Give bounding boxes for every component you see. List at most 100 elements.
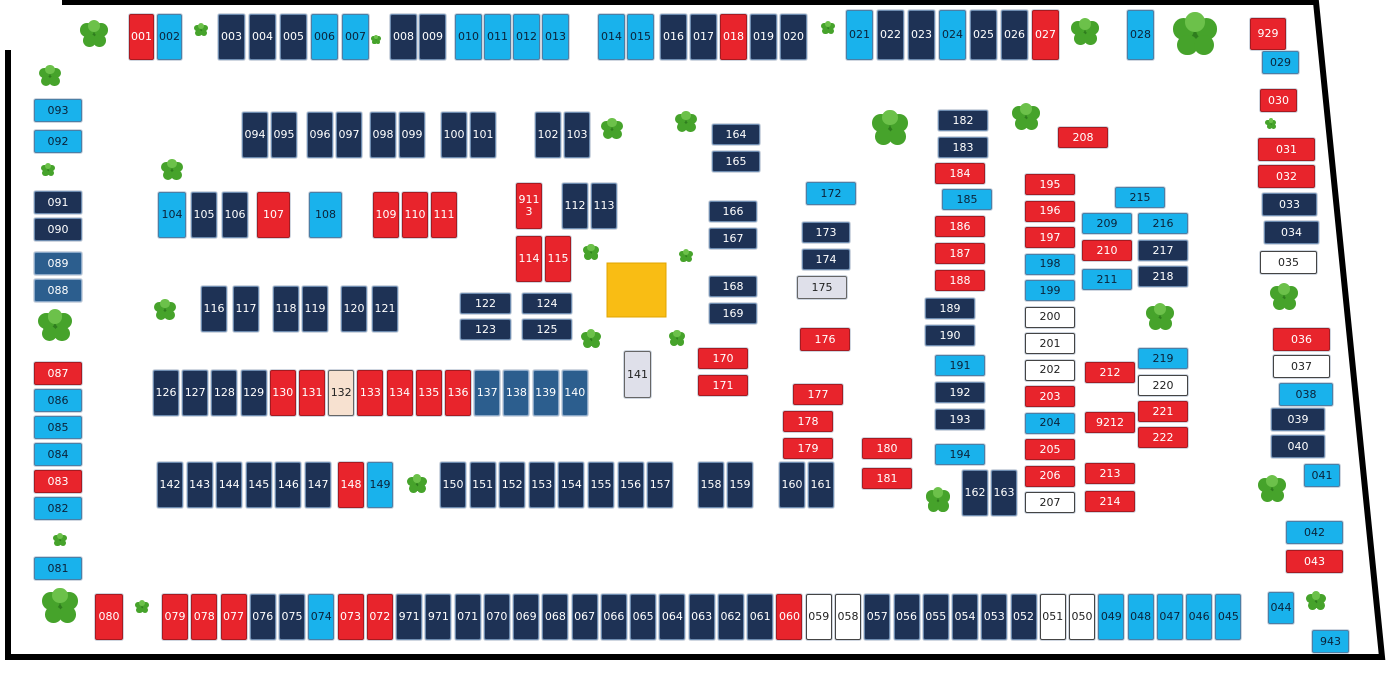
booth-174[interactable]: 174 [802,249,850,270]
booth-074[interactable]: 074 [308,594,335,640]
booth-095[interactable]: 095 [271,112,297,158]
booth-120[interactable]: 120 [341,286,367,332]
booth-177[interactable]: 177 [793,384,843,405]
booth-103[interactable]: 103 [564,112,590,158]
booth-162[interactable]: 162 [962,470,988,516]
booth-096[interactable]: 096 [307,112,333,158]
booth-052[interactable]: 052 [1010,594,1037,640]
booth-009[interactable]: 009 [419,14,446,60]
booth-191[interactable]: 191 [935,355,985,376]
booth-057[interactable]: 057 [864,594,891,640]
booth-121[interactable]: 121 [372,286,398,332]
booth-140[interactable]: 140 [561,370,588,416]
booth-211[interactable]: 211 [1082,269,1132,290]
booth-208[interactable]: 208 [1058,127,1108,148]
booth-001[interactable]: 001 [129,14,154,60]
booth-058[interactable]: 058 [834,594,861,640]
booth-217[interactable]: 217 [1138,240,1188,261]
booth-108[interactable]: 108 [309,192,342,238]
booth-092[interactable]: 092 [34,130,82,153]
booth-029[interactable]: 029 [1262,51,1299,74]
booth-018[interactable]: 018 [720,14,747,60]
booth-112[interactable]: 112 [562,183,588,229]
booth-141[interactable]: 141 [624,351,651,398]
booth-046[interactable]: 046 [1186,594,1213,640]
booth-155[interactable]: 155 [588,462,614,508]
booth-026[interactable]: 026 [1001,10,1028,60]
booth-006[interactable]: 006 [311,14,338,60]
booth-072[interactable]: 072 [366,594,393,640]
booth-199[interactable]: 199 [1025,280,1075,301]
booth-019[interactable]: 019 [750,14,777,60]
booth-186[interactable]: 186 [935,216,985,237]
booth-104[interactable]: 104 [158,192,186,238]
booth-084[interactable]: 084 [34,443,82,466]
booth-066[interactable]: 066 [600,594,627,640]
booth-035[interactable]: 035 [1260,251,1317,274]
booth-099[interactable]: 099 [399,112,425,158]
booth-021[interactable]: 021 [846,10,873,60]
booth-036[interactable]: 036 [1273,328,1330,351]
booth-063[interactable]: 063 [688,594,715,640]
booth-097[interactable]: 097 [336,112,362,158]
booth-213[interactable]: 213 [1085,463,1135,484]
booth-220[interactable]: 220 [1138,375,1188,396]
booth-214[interactable]: 214 [1085,491,1135,512]
booth-163[interactable]: 163 [991,470,1017,516]
booth-145[interactable]: 145 [245,462,272,508]
booth-200[interactable]: 200 [1025,306,1075,328]
booth-090[interactable]: 090 [34,218,82,241]
booth-943[interactable]: 943 [1312,630,1349,653]
booth-012[interactable]: 012 [513,14,540,60]
booth-014[interactable]: 014 [598,14,625,60]
booth-070[interactable]: 070 [483,594,510,640]
booth-087[interactable]: 087 [34,362,82,385]
booth-089[interactable]: 089 [34,252,82,275]
booth-013[interactable]: 013 [542,14,569,60]
booth-147[interactable]: 147 [305,462,331,508]
booth-126[interactable]: 126 [153,370,179,416]
booth-081[interactable]: 081 [34,557,82,580]
booth-129[interactable]: 129 [240,370,267,416]
booth-157[interactable]: 157 [647,462,674,508]
booth-100[interactable]: 100 [441,112,467,158]
booth-176[interactable]: 176 [800,328,850,351]
booth-189[interactable]: 189 [925,298,975,319]
booth-027[interactable]: 027 [1032,10,1059,60]
booth-071[interactable]: 071 [454,594,481,640]
booth-015[interactable]: 015 [627,14,654,60]
booth-219[interactable]: 219 [1138,348,1188,369]
booth-020[interactable]: 020 [780,14,807,60]
booth-180[interactable]: 180 [862,438,912,459]
booth-109[interactable]: 109 [373,192,399,238]
booth-122[interactable]: 122 [460,293,511,314]
booth-041[interactable]: 041 [1304,464,1340,487]
booth-195[interactable]: 195 [1025,174,1075,195]
booth-201[interactable]: 201 [1025,333,1075,354]
booth-080[interactable]: 080 [95,594,123,640]
booth-055[interactable]: 055 [922,594,949,640]
booth-170[interactable]: 170 [698,348,748,369]
booth-203[interactable]: 203 [1025,386,1075,407]
booth-043[interactable]: 043 [1286,550,1343,573]
booth-971[interactable]: 971 [425,594,452,640]
booth-123[interactable]: 123 [460,319,511,340]
booth-173[interactable]: 173 [802,222,850,243]
booth-093[interactable]: 093 [34,99,82,122]
booth-094[interactable]: 094 [242,112,268,158]
booth-088[interactable]: 088 [34,279,82,302]
booth-139[interactable]: 139 [532,370,559,416]
booth-185[interactable]: 185 [942,189,992,210]
booth-060[interactable]: 060 [776,594,803,640]
booth-164[interactable]: 164 [712,124,760,145]
booth-023[interactable]: 023 [908,10,935,60]
booth-051[interactable]: 051 [1039,594,1066,640]
booth-005[interactable]: 005 [280,14,307,60]
booth-116[interactable]: 116 [201,286,227,332]
booth-038[interactable]: 038 [1279,383,1333,406]
booth-117[interactable]: 117 [233,286,259,332]
booth-142[interactable]: 142 [157,462,183,508]
booth-086[interactable]: 086 [34,389,82,412]
booth-215[interactable]: 215 [1115,187,1165,208]
booth-106[interactable]: 106 [222,192,248,238]
